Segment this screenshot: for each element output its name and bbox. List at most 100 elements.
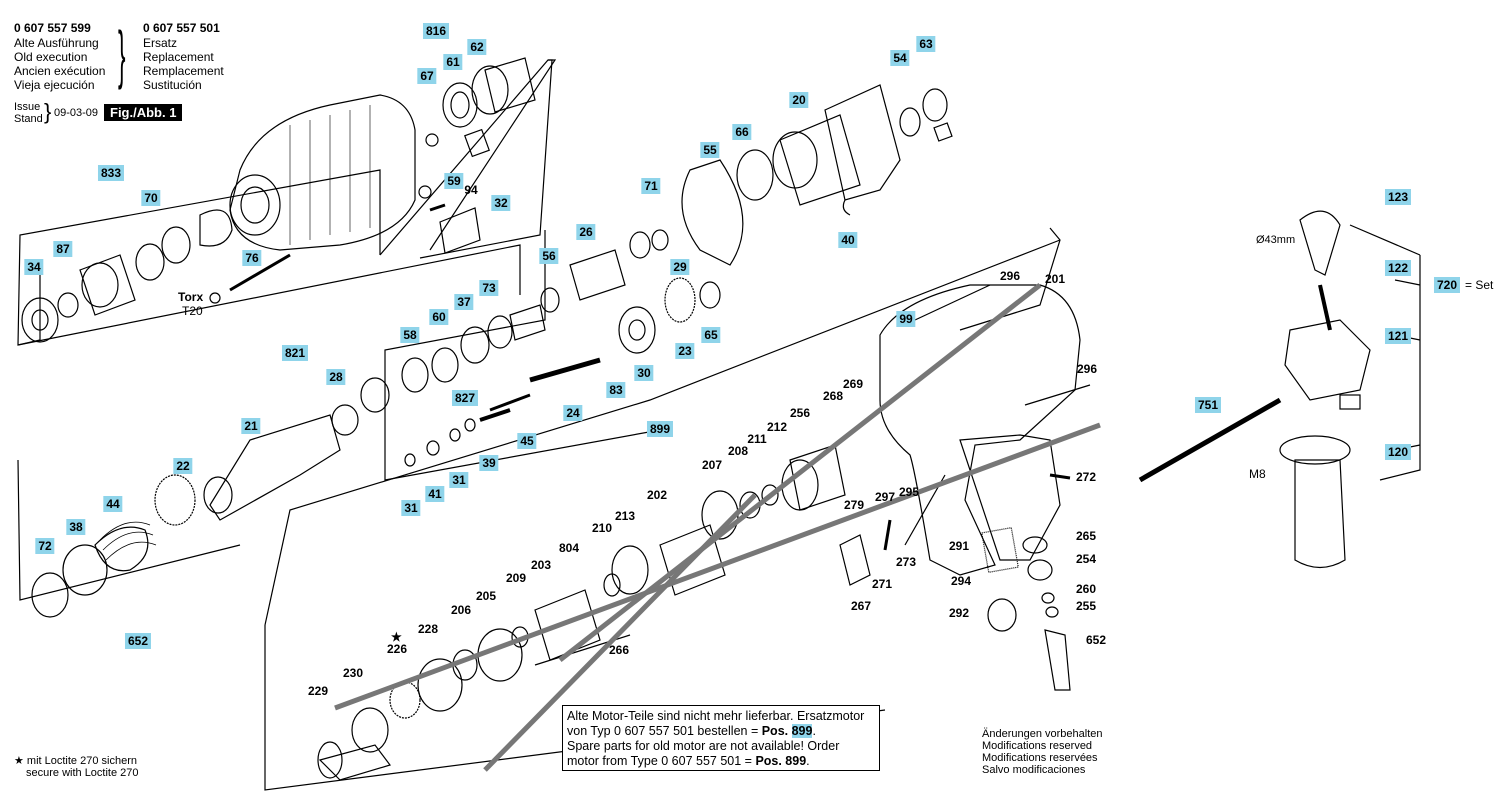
part-label[interactable]: 83 xyxy=(606,382,626,398)
part-label[interactable]: 296 xyxy=(999,269,1021,283)
part-label[interactable]: 94 xyxy=(464,183,478,197)
part-label[interactable]: 213 xyxy=(614,509,636,523)
part-label[interactable]: 30 xyxy=(634,365,654,381)
part-label[interactable]: 22 xyxy=(173,458,193,474)
part-label[interactable]: 202 xyxy=(646,488,668,502)
part-label[interactable]: 211 xyxy=(747,432,767,446)
part-label[interactable]: 59 xyxy=(444,173,464,189)
part-label[interactable]: 229 xyxy=(307,684,329,698)
part-label[interactable]: 260 xyxy=(1075,582,1097,596)
part-label[interactable]: 751 xyxy=(1194,397,1222,413)
part-label[interactable]: 271 xyxy=(871,577,893,591)
part-label[interactable]: 32 xyxy=(491,195,511,211)
part-label[interactable]: 24 xyxy=(563,405,583,421)
part-label[interactable]: 60 xyxy=(429,309,449,325)
old-label-de: Alte Ausführung xyxy=(14,36,99,50)
part-label[interactable]: 226 xyxy=(386,642,408,656)
part-label[interactable]: 122 xyxy=(1384,260,1412,276)
part-label[interactable]: 652 xyxy=(1085,633,1107,647)
frame-left-upper xyxy=(17,169,381,346)
part-label[interactable]: 72 xyxy=(35,538,55,554)
part-label[interactable]: 87 xyxy=(53,241,73,257)
part-label[interactable]: 294 xyxy=(950,574,972,588)
part-label[interactable]: 41 xyxy=(425,486,445,502)
part-label[interactable]: 265 xyxy=(1075,529,1097,543)
part-label[interactable]: 266 xyxy=(608,643,630,657)
part-label[interactable]: 833 xyxy=(97,165,125,181)
part-label[interactable]: 205 xyxy=(475,589,497,603)
part-label[interactable]: 65 xyxy=(701,327,721,343)
part-label[interactable]: 256 xyxy=(789,406,811,420)
part-label[interactable]: 212 xyxy=(766,420,788,434)
part-label[interactable]: 21 xyxy=(241,418,261,434)
part-label[interactable]: 54 xyxy=(890,50,910,66)
part-label[interactable]: 23 xyxy=(675,343,695,359)
part-label[interactable]: 291 xyxy=(948,539,970,553)
part-label[interactable]: 272 xyxy=(1075,470,1097,484)
part-label[interactable]: 230 xyxy=(342,666,364,680)
part-label[interactable]: 73 xyxy=(479,280,499,296)
part-label[interactable]: 120 xyxy=(1384,444,1412,460)
part-label[interactable]: 273 xyxy=(895,555,917,569)
part-label[interactable]: 804 xyxy=(558,541,580,555)
part-label[interactable]: 58 xyxy=(400,327,420,343)
part-label[interactable]: 297 xyxy=(874,490,896,504)
part-label[interactable]: 63 xyxy=(916,36,936,52)
part-label[interactable]: 76 xyxy=(242,250,262,266)
part-label[interactable]: 55 xyxy=(700,142,720,158)
part-label[interactable]: 255 xyxy=(1075,599,1097,613)
part-label[interactable]: 39 xyxy=(479,455,499,471)
part-label[interactable]: 292 xyxy=(948,606,970,620)
part-label[interactable]: 28 xyxy=(326,369,346,385)
part-label[interactable]: 71 xyxy=(641,178,661,194)
part-label[interactable]: 99 xyxy=(896,311,916,327)
part-label[interactable]: 295 xyxy=(898,485,920,499)
part-label[interactable]: 70 xyxy=(141,190,161,206)
part-label[interactable]: 206 xyxy=(450,603,472,617)
part-label[interactable]: 45 xyxy=(517,433,537,449)
part-label[interactable]: 816 xyxy=(422,23,450,39)
part-label[interactable]: 207 xyxy=(701,458,723,472)
part-label[interactable]: 61 xyxy=(443,54,463,70)
part-label[interactable]: 44 xyxy=(103,496,123,512)
part-label[interactable]: 40 xyxy=(838,232,858,248)
part-label[interactable]: 210 xyxy=(591,521,613,535)
part-label[interactable]: 899 xyxy=(646,421,674,437)
part-label[interactable]: 37 xyxy=(454,294,474,310)
part-label[interactable]: 201 xyxy=(1044,272,1066,286)
part-label[interactable]: 62 xyxy=(467,39,487,55)
part-label[interactable]: 67 xyxy=(417,68,437,84)
brace-icon: } xyxy=(118,18,126,90)
part-label[interactable]: 652 xyxy=(124,633,152,649)
old-label-es: Vieja ejecución xyxy=(14,78,95,92)
part-label[interactable]: 20 xyxy=(789,92,809,108)
part-label[interactable]: 209 xyxy=(505,571,527,585)
part-label[interactable]: 720 xyxy=(1433,277,1461,293)
part-label[interactable]: 31 xyxy=(401,500,421,516)
part-label[interactable]: 38 xyxy=(66,519,86,535)
part-label[interactable]: 269 xyxy=(842,377,864,391)
part-label[interactable]: 203 xyxy=(530,558,552,572)
part-label[interactable]: 34 xyxy=(24,259,44,275)
part-label[interactable]: 827 xyxy=(451,390,479,406)
part-label[interactable]: 121 xyxy=(1384,328,1412,344)
part-label[interactable]: 31 xyxy=(449,472,469,488)
part-label[interactable]: 123 xyxy=(1384,189,1412,205)
part-label[interactable]: 208 xyxy=(727,444,749,458)
part-label[interactable]: 66 xyxy=(732,124,752,140)
part-label[interactable]: 296 xyxy=(1076,362,1098,376)
part-label[interactable]: 56 xyxy=(539,248,559,264)
motor-note-line2: von Typ 0 607 557 501 bestellen = Pos. 8… xyxy=(567,724,816,738)
part-label[interactable]: 254 xyxy=(1075,552,1097,566)
part-label[interactable]: 26 xyxy=(576,224,596,240)
part-label[interactable]: 228 xyxy=(417,622,439,636)
part-label[interactable]: 279 xyxy=(843,498,865,512)
issue-label: Issue xyxy=(14,101,41,113)
part-label[interactable]: 821 xyxy=(281,345,309,361)
part-label[interactable]: 29 xyxy=(670,259,690,275)
new-label-de: Ersatz xyxy=(143,36,178,50)
seal-55 xyxy=(681,159,744,266)
part-label[interactable]: 267 xyxy=(850,599,872,613)
part-label[interactable]: 268 xyxy=(822,389,844,403)
